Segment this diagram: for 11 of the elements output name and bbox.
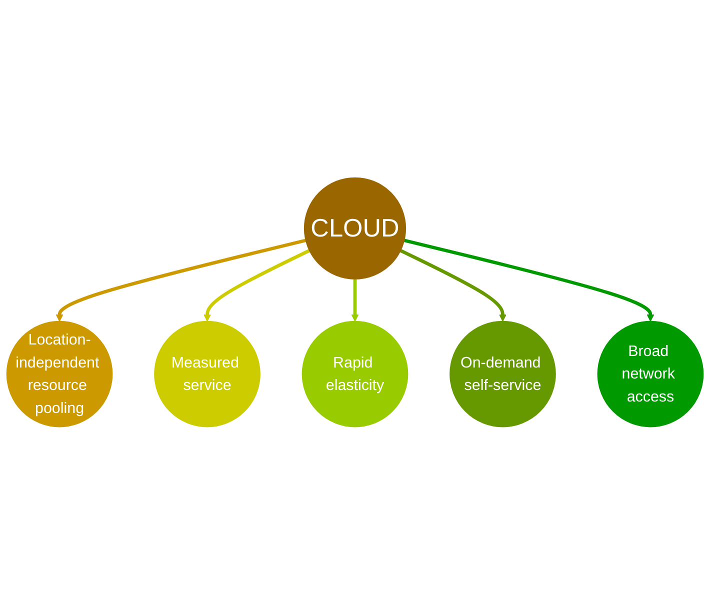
node-circle: CLOUD <box>304 178 406 280</box>
arrow <box>351 279 359 322</box>
arrow <box>56 238 306 322</box>
arrow <box>400 249 506 322</box>
node-circle: Measured service <box>154 321 260 428</box>
node-circle: Broad network access <box>597 321 704 428</box>
arrow <box>404 238 654 322</box>
arrow <box>204 249 310 322</box>
node-circle: Location-independent resource pooling <box>6 321 113 428</box>
node-circle: On-demand self-service <box>450 321 556 428</box>
node-circle: Rapid elasticity <box>302 321 408 428</box>
